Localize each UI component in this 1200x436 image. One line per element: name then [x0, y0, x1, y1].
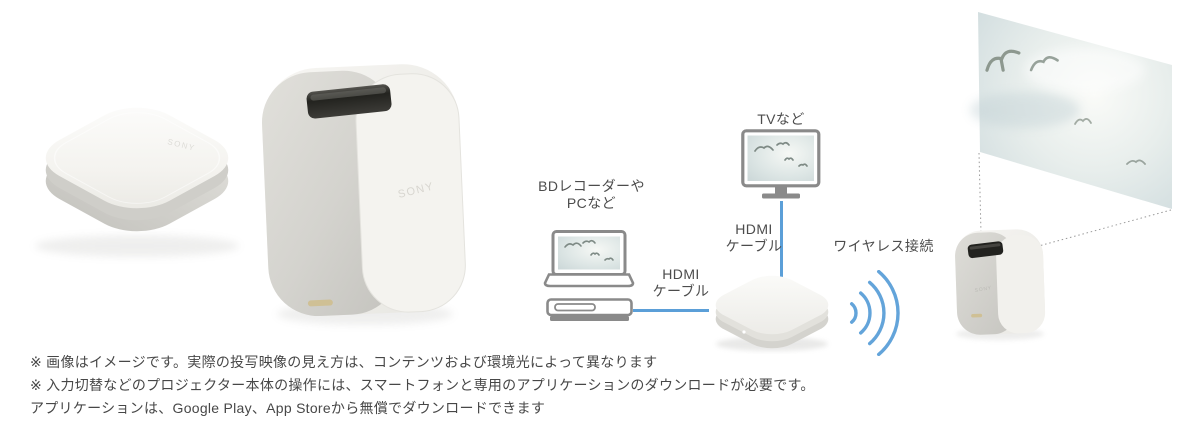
- hdmi-cable-bd-line: [633, 309, 709, 312]
- wireless-unit-diagram-icon: [698, 272, 848, 354]
- wifi-waves-icon: [840, 270, 912, 356]
- wireless-unit-led: [742, 330, 746, 334]
- wireless-connection-label: ワイヤレス接続: [833, 238, 934, 254]
- hdmi-cable-tv-line: [780, 201, 783, 289]
- hdmi-cable-bd-label: HDMI ケーブル: [652, 266, 710, 299]
- footnotes: ※ 画像はイメージです。実際の投写映像の見え方は、コンテンツおよび環境光によって…: [30, 351, 815, 420]
- tv-label: TVなど: [757, 111, 805, 127]
- wireless-unit-photo: SONY: [35, 107, 239, 257]
- bd-pc-label: BDレコーダーや PCなど: [519, 178, 664, 212]
- projection-guide-lines: [978, 152, 1172, 248]
- projector-right-lens: [967, 241, 1004, 259]
- laptop-icon: [543, 230, 635, 290]
- bd-recorder-icon: [546, 298, 634, 323]
- footnote-line-1: ※ 画像はイメージです。実際の投写映像の見え方は、コンテンツおよび環境光によって…: [30, 354, 658, 370]
- footnote-line-3: アプリケーションは、Google Play、App Storeから無償でダウンロ…: [30, 400, 546, 416]
- projector-right-brand-mark: SONY: [974, 285, 992, 294]
- projector-photo: SONY: [261, 64, 466, 325]
- tv-screen-birds: [754, 141, 808, 167]
- projector-right-icon: SONY: [955, 229, 1046, 340]
- bd-pc-label-line1: BDレコーダーや: [538, 178, 645, 194]
- projected-birds: [985, 49, 1146, 165]
- footnote-line-2: ※ 入力切替などのプロジェクター本体の操作には、スマートフォンと専用のアプリケー…: [30, 377, 815, 393]
- product-photos-art: SONY SONY: [35, 64, 466, 325]
- product-photos: SONY SONY: [15, 40, 475, 340]
- projector-lens-window: [306, 84, 392, 119]
- projection-scene: SONY: [935, 0, 1200, 350]
- projected-image: [970, 12, 1172, 209]
- projector-gold-badge: [307, 299, 333, 307]
- hdmi-cable-tv-label: HDMI ケーブル: [725, 221, 783, 254]
- bd-pc-label-line2: PCなど: [566, 195, 617, 211]
- laptop-screen-birds: [564, 239, 614, 261]
- tv-icon: [741, 129, 821, 202]
